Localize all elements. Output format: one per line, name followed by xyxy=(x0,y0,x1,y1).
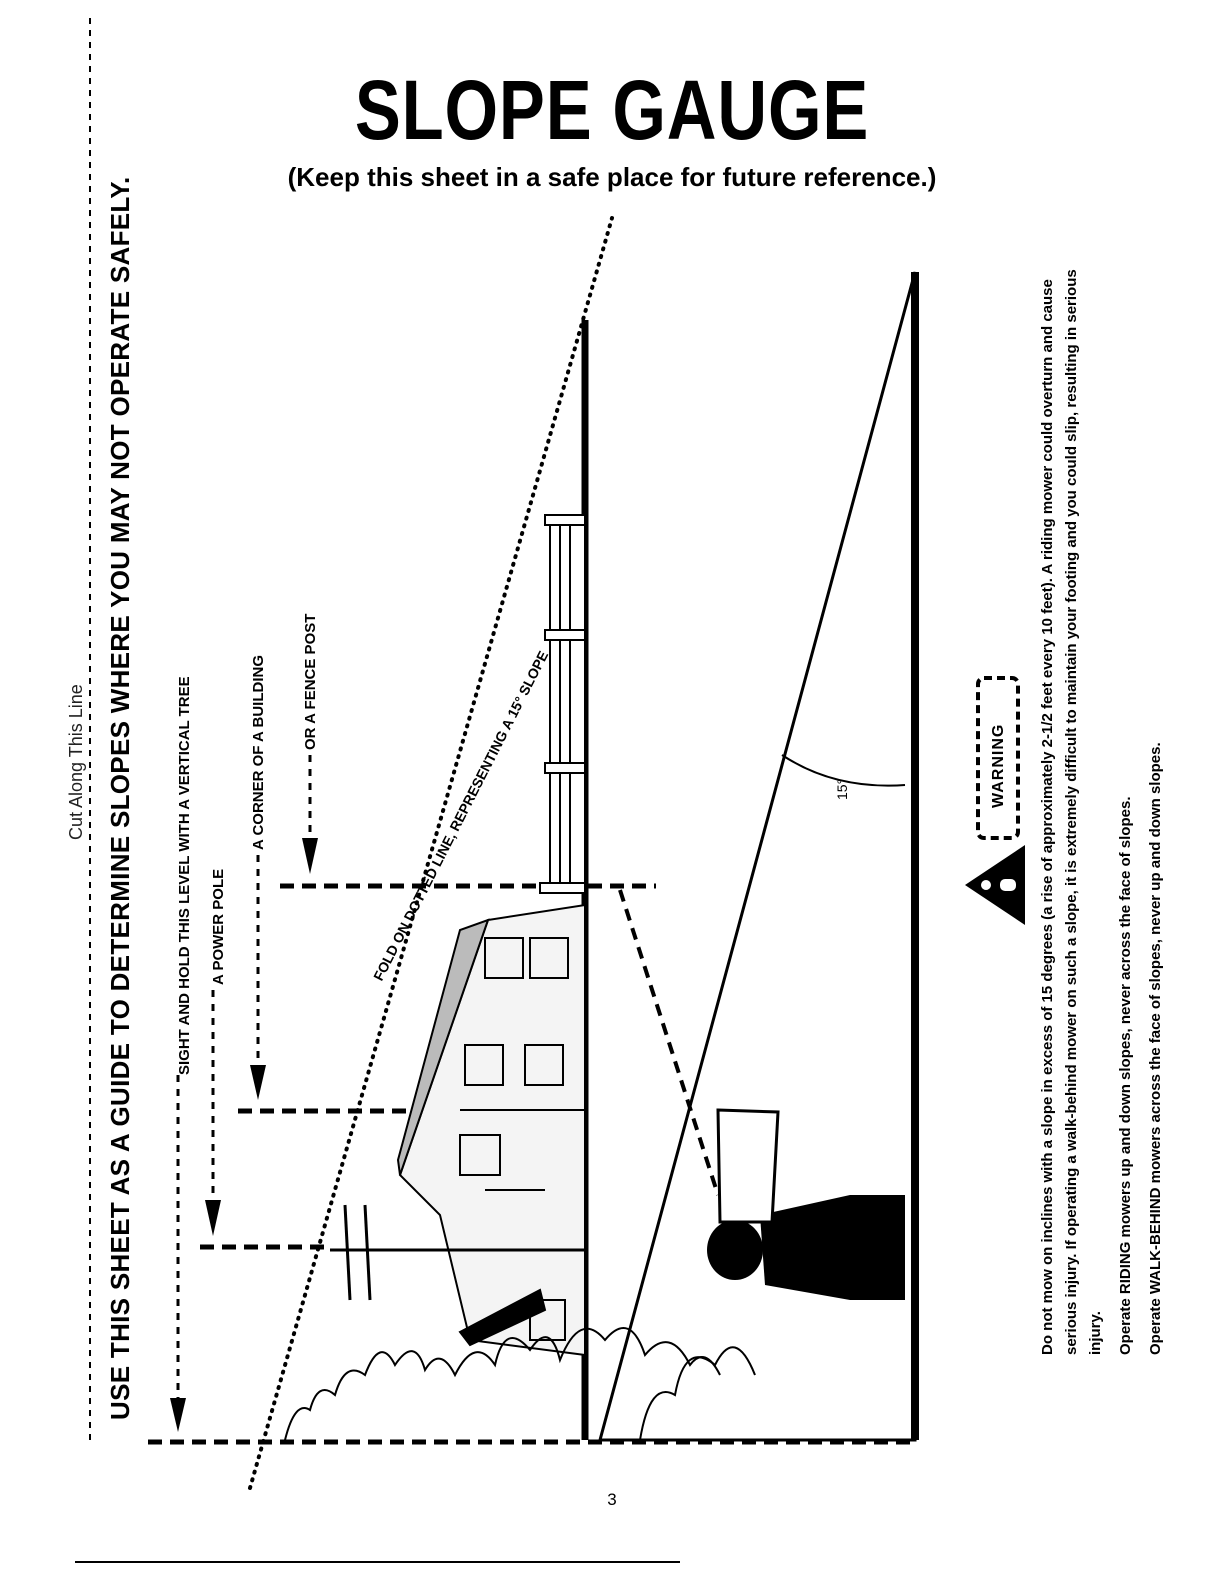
warning-paragraph: Do not mow on inclines with a slope in e… xyxy=(1039,269,1104,1355)
label-building-corner: A CORNER OF A BUILDING xyxy=(250,655,267,850)
side-heading: USE THIS SHEET AS A GUIDE TO DETERMINE S… xyxy=(105,176,135,1421)
warning-label: WARNING xyxy=(990,723,1007,808)
warning-triangle-icon xyxy=(965,845,1025,925)
label-power-pole: A POWER POLE xyxy=(210,868,227,985)
power-pole-drawing xyxy=(330,1204,585,1301)
walk-behind-instruction: Operate WALK-BEHIND mowers across the fa… xyxy=(1147,742,1164,1355)
label-fence-post: OR A FENCE POST xyxy=(302,613,319,750)
house-drawing xyxy=(396,903,586,1357)
warning-box xyxy=(976,676,1020,840)
person-silhouette xyxy=(707,1108,905,1300)
shrubs-drawing xyxy=(284,1327,756,1441)
angle-arc xyxy=(781,754,906,787)
tree-arrow-head xyxy=(170,1398,186,1432)
page-title: SLOPE GAUGE xyxy=(354,63,870,157)
pole-arrow-head xyxy=(205,1200,221,1236)
page-number: 3 xyxy=(607,1490,617,1509)
cut-line-label: Cut Along This Line xyxy=(66,684,86,840)
fence-arrow-head xyxy=(302,838,318,874)
sight-line xyxy=(618,889,720,1196)
warning-text-block: Do not mow on inclines with a slope in e… xyxy=(1036,255,1168,1355)
fence-drawing xyxy=(539,514,586,894)
label-tree: SIGHT AND HOLD THIS LEVEL WITH A VERTICA… xyxy=(176,676,193,1075)
building-arrow-head xyxy=(250,1065,266,1100)
page-subtitle: (Keep this sheet in a safe place for fut… xyxy=(287,162,937,192)
riding-instruction: Operate RIDING mowers up and down slopes… xyxy=(1117,796,1134,1356)
angle-label: 15° xyxy=(834,778,850,800)
